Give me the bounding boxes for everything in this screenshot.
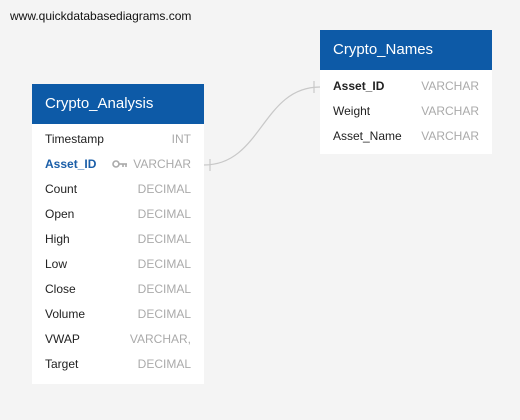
field-name: Asset_ID [333, 79, 385, 93]
field-row[interactable]: Low DECIMAL [32, 252, 204, 277]
field-row-fk[interactable]: Asset_ID VARCHAR [32, 152, 204, 177]
field-name: Weight [333, 104, 371, 118]
field-type: VARCHAR [421, 129, 479, 143]
field-row[interactable]: Volume DECIMAL [32, 302, 204, 327]
field-name: VWAP [45, 332, 80, 346]
field-name: Target [45, 357, 79, 371]
field-name: Count [45, 182, 78, 196]
field-row[interactable]: Weight VARCHAR [320, 99, 492, 124]
field-type: DECIMAL [137, 207, 191, 221]
field-name: Asset_ID [45, 157, 97, 171]
field-row[interactable]: Count DECIMAL [32, 177, 204, 202]
field-row[interactable]: Open DECIMAL [32, 202, 204, 227]
field-name: Timestamp [45, 132, 104, 146]
field-name: Volume [45, 307, 86, 321]
field-row[interactable]: Target DECIMAL [32, 352, 204, 377]
field-row[interactable]: Asset_Name VARCHAR [320, 124, 492, 149]
field-row-pk[interactable]: Asset_ID VARCHAR [320, 74, 492, 99]
field-type: VARCHAR [421, 79, 479, 93]
field-row[interactable]: Close DECIMAL [32, 277, 204, 302]
field-type: DECIMAL [137, 182, 191, 196]
field-name: Asset_Name [333, 129, 402, 143]
field-type: VARCHAR [133, 157, 191, 171]
table-crypto-names[interactable]: Crypto_Names Asset_ID VARCHAR Weight VAR… [320, 30, 492, 154]
table-crypto-analysis[interactable]: Crypto_Analysis Timestamp INT Asset_ID V… [32, 84, 204, 384]
watermark: www.quickdatabasediagrams.com [10, 9, 192, 23]
table-title[interactable]: Crypto_Analysis [32, 84, 204, 124]
field-type: DECIMAL [137, 232, 191, 246]
field-type: VARCHAR [421, 104, 479, 118]
field-type: DECIMAL [137, 307, 191, 321]
field-type: DECIMAL [137, 282, 191, 296]
field-row[interactable]: Timestamp INT [32, 127, 204, 152]
field-type: DECIMAL [137, 257, 191, 271]
field-name: High [45, 232, 70, 246]
field-name: Close [45, 282, 76, 296]
field-type: DECIMAL [137, 357, 191, 371]
field-type: INT [171, 132, 191, 146]
field-row[interactable]: VWAP VARCHAR, [32, 327, 204, 352]
table-title[interactable]: Crypto_Names [320, 30, 492, 70]
field-type: VARCHAR, [129, 332, 191, 346]
key-icon [112, 152, 128, 177]
field-name: Low [45, 257, 68, 271]
field-row[interactable]: High DECIMAL [32, 227, 204, 252]
field-name: Open [45, 207, 75, 221]
